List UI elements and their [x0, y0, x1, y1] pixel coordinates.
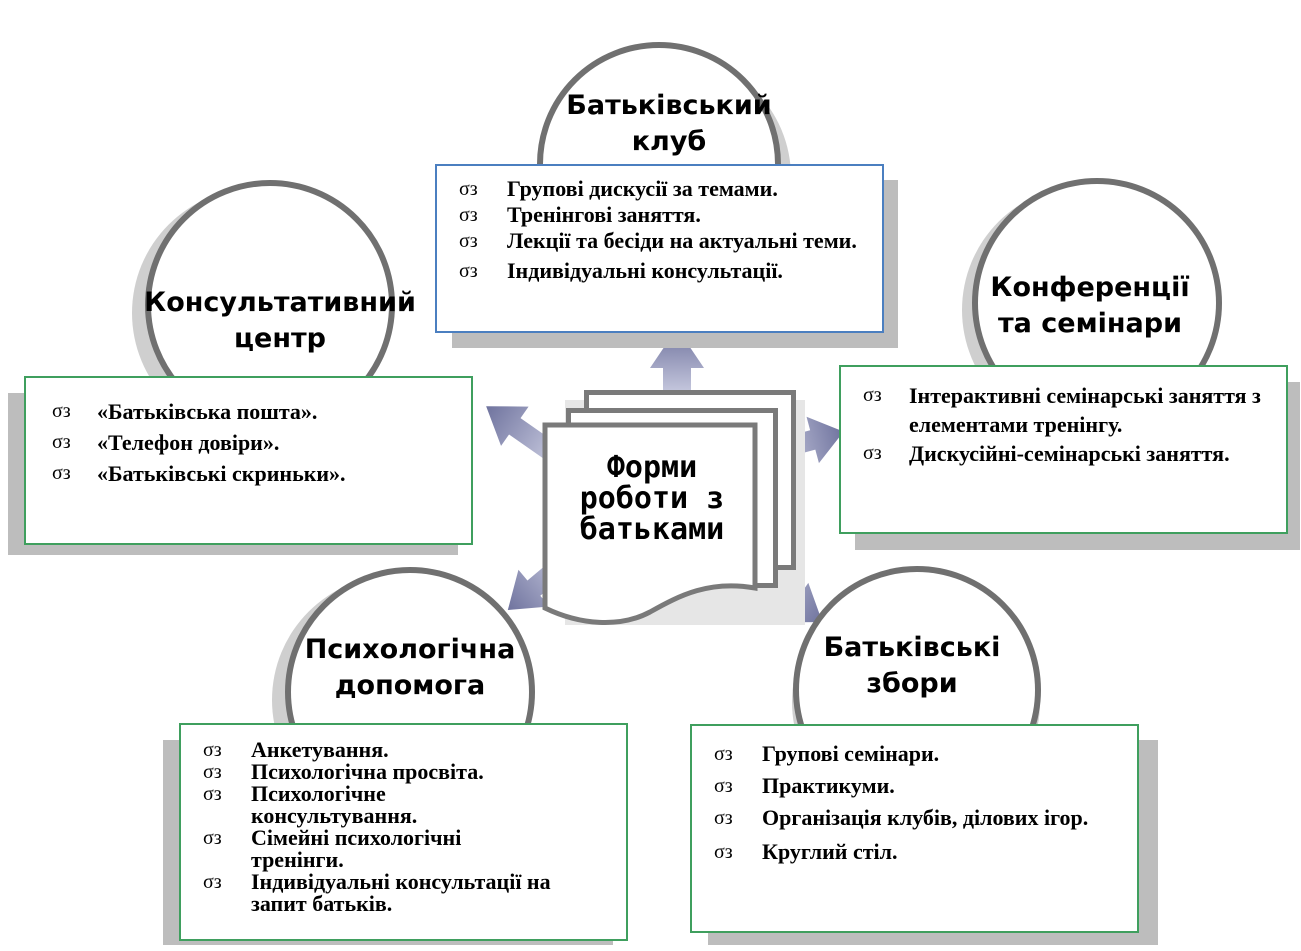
bullet-icon: σз — [459, 260, 478, 282]
list-item: σз Групові семінари. — [714, 740, 1117, 768]
list-item: σз Психологічне консультування. — [203, 783, 606, 827]
bullet-icon: σз — [52, 400, 71, 422]
list-item: σз Сімейні психологічні тренінги. — [203, 827, 606, 871]
bullet-icon: σз — [203, 761, 222, 783]
bullet-icon: σз — [714, 775, 733, 797]
list-item-text: Лекції та бесіди на актуальні теми. — [507, 228, 857, 253]
circle-conf-title-line1: Конференції — [990, 272, 1190, 303]
bullet-icon: σз — [203, 827, 222, 849]
list-item: σз Дискусійні-семінарські заняття. — [863, 439, 1262, 468]
list-item-text: «Батьківські скриньки». — [97, 461, 346, 486]
list-item-text: «Телефон довіри». — [97, 430, 280, 455]
list-item: σз «Телефон довіри». — [52, 427, 451, 458]
list-item-text: Групові дискусії за темами. — [507, 176, 778, 201]
bullet-icon: σз — [714, 841, 733, 863]
list-item: σз Психологічна просвіта. — [203, 759, 606, 784]
circle-consult-title-line1: Консультативний — [144, 287, 416, 318]
bullet-icon: σз — [459, 230, 478, 252]
list-item-text: Організація клубів, ділових ігор. — [762, 805, 1089, 830]
bullet-icon: σз — [52, 462, 71, 484]
circle-club-title-line1: Батьківський — [566, 90, 772, 121]
list-item-text: Психологічне консультування. — [251, 781, 418, 828]
list-item-text: Психологічна просвіта. — [251, 759, 484, 784]
bullet-icon: σз — [459, 204, 478, 226]
bullet-icon: σз — [203, 783, 222, 805]
list-item: σз Інтерактивні семінарські заняття з еле… — [863, 381, 1262, 439]
bullet-icon: σз — [203, 871, 222, 893]
list-consult: σз «Батьківська пошта». σз «Телефон довіри… — [52, 396, 451, 489]
bullet-icon: σз — [52, 431, 71, 453]
circle-meet-title-line1: Батьківські — [823, 632, 1001, 663]
center-title: Форми роботи з батьками — [552, 452, 752, 545]
list-item: σз «Батьківська пошта». — [52, 396, 451, 427]
arrow-up — [650, 328, 704, 395]
list-item-text: Індивідуальні консультації на запит бать… — [251, 869, 551, 916]
center-title-line1: Форми — [606, 450, 698, 485]
list-item-text: Дискусійні-семінарські заняття. — [909, 441, 1230, 466]
list-item-text: Тренінгові заняття. — [507, 202, 701, 227]
list-item-text: Анкетування. — [251, 737, 389, 762]
bullet-icon: σз — [863, 442, 882, 464]
list-item-text: «Батьківська пошта». — [97, 399, 318, 424]
document-page-front — [542, 422, 758, 626]
center-title-line2: роботи з — [579, 481, 725, 516]
list-item: σз Лекції та бесіди на актуальні теми. — [459, 228, 862, 254]
list-item-text: Групові семінари. — [762, 741, 940, 766]
bullet-icon: σз — [203, 739, 222, 761]
circle-conf-title-line2: та семінари — [997, 308, 1183, 339]
circle-psych-title: Психологічна допомога — [290, 632, 530, 704]
list-item: σз Круглий стіл. — [714, 838, 1117, 866]
list-conf: σз Інтерактивні семінарські заняття з еле… — [863, 381, 1262, 468]
circle-meet-title: Батьківські збори — [797, 630, 1027, 702]
bullet-icon: σз — [714, 743, 733, 765]
bullet-icon: σз — [459, 178, 478, 200]
center-title-line3: батьками — [579, 512, 725, 547]
list-item: σз Організація клубів, ділових ігор. — [714, 804, 1117, 832]
bullet-icon: σз — [863, 384, 882, 406]
bullet-icon: σз — [714, 807, 733, 829]
list-item-text: Круглий стіл. — [762, 839, 898, 864]
circle-consult-title: Консультативний центр — [140, 285, 420, 357]
circle-consult-title-line2: центр — [234, 323, 326, 354]
list-item-text: Індивідуальні консультації. — [507, 258, 783, 283]
circle-club-title: Батьківський клуб — [537, 88, 801, 160]
box-conf: σз Інтерактивні семінарські заняття з еле… — [839, 365, 1288, 534]
list-item: σз Практикуми. — [714, 772, 1117, 800]
list-item: σз «Батьківські скриньки». — [52, 458, 451, 489]
circle-psych-title-line1: Психологічна — [304, 634, 516, 665]
list-item-text: Інтерактивні семінарські заняття з елеме… — [909, 383, 1261, 437]
list-item: σз Індивідуальні консультації. — [459, 258, 862, 284]
circle-psych-title-line2: допомога — [334, 670, 486, 701]
list-item: σз Тренінгові заняття. — [459, 202, 862, 228]
list-item: σз Анкетування. — [203, 737, 606, 762]
box-consult: σз «Батьківська пошта». σз «Телефон довіри… — [24, 376, 473, 545]
list-item: σз Індивідуальні консультації на запит ба… — [203, 871, 606, 915]
list-item: σз Групові дискусії за темами. — [459, 176, 862, 202]
list-item-text: Сімейні психологічні тренінги. — [251, 825, 462, 872]
circle-meet-title-line2: збори — [866, 668, 958, 699]
circle-club-title-line2: клуб — [631, 126, 707, 157]
circle-conf-title: Конференції та семінари — [965, 270, 1215, 342]
list-item-text: Практикуми. — [762, 773, 895, 798]
